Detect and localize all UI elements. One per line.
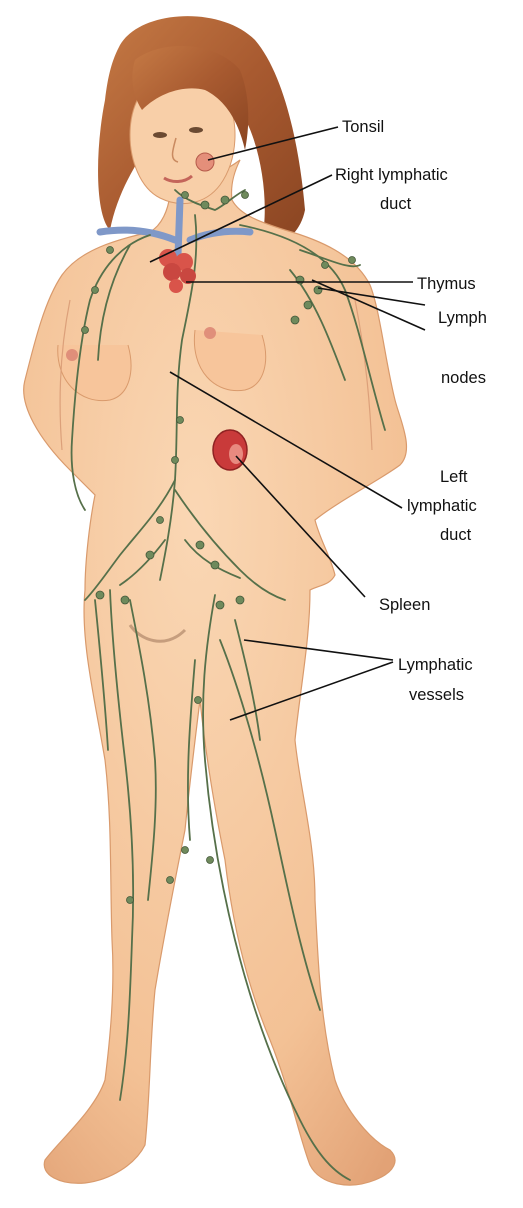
spleen-organ: [213, 430, 247, 470]
label-tonsil: Tonsil: [342, 118, 384, 136]
tonsil-organ: [196, 153, 214, 171]
label-lymph-nodes-line2: nodes: [441, 369, 486, 387]
left-eye: [153, 132, 167, 138]
label-lymphatic-vessels-line1: Lymphatic: [398, 656, 473, 674]
body-silhouette: [24, 160, 407, 1185]
right-nipple: [204, 327, 216, 339]
label-left-lymphatic-duct-line2: lymphatic: [407, 497, 477, 515]
label-lymph-nodes-line1: Lymph: [438, 309, 487, 327]
label-right-lymphatic-duct-line2: duct: [380, 195, 412, 213]
label-right-lymphatic-duct-line1: Right lymphatic: [335, 166, 448, 184]
label-lymphatic-vessels-line2: vessels: [409, 686, 464, 704]
label-left-lymphatic-duct-line1: Left: [440, 468, 468, 486]
label-thymus: Thymus: [417, 275, 476, 293]
label-left-lymphatic-duct-line3: duct: [440, 526, 472, 544]
label-spleen: Spleen: [379, 596, 430, 614]
left-nipple: [66, 349, 78, 361]
human-figure: [24, 16, 407, 1185]
right-eye: [189, 127, 203, 133]
